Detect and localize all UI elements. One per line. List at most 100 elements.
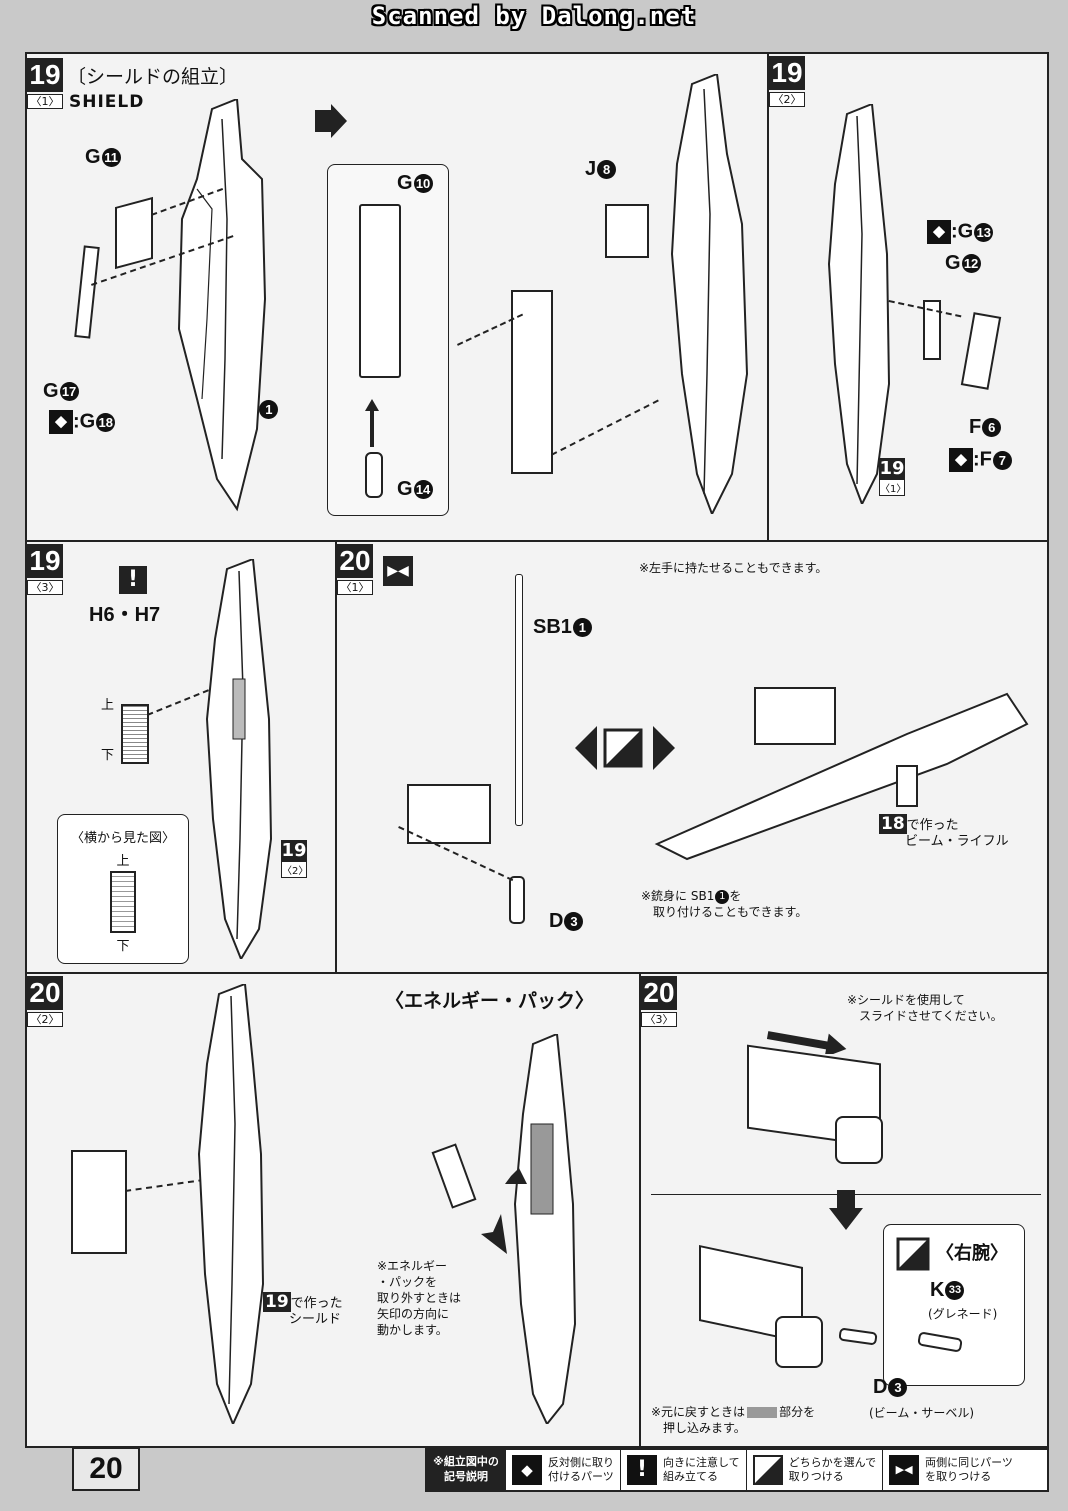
step-19-number: 19: [27, 58, 63, 92]
up-arrow-icon: [365, 399, 379, 447]
side-view-top: 上: [116, 854, 130, 869]
energy-pack-title: 〈エネルギー・パック〉: [385, 990, 595, 1012]
beam-saber-drawing: [515, 574, 523, 826]
shield-title-jp: 〔シールドの組立〕: [67, 66, 239, 88]
legend-orientation: ! 向きに注意して組み立てる: [620, 1450, 746, 1490]
push-note: ※元に戻すときは部分を押し込みます。: [651, 1405, 816, 1435]
dashed-guide: [551, 399, 659, 456]
legend-choose-one: どちらかを選んで取りつける: [745, 1450, 882, 1490]
opposite-parts-icon: ◆: [49, 410, 73, 434]
orientation-warning-icon: !: [119, 566, 147, 594]
choose-one-icon: [752, 1455, 783, 1485]
scan-credit: Scanned by Dalong.net: [371, 2, 697, 30]
label-top: 上: [101, 698, 115, 713]
side-view-drawing: [110, 871, 136, 933]
side-view-title: 〈横から見た図〉: [70, 831, 175, 846]
beam-rifle-drawing: [654, 687, 1029, 861]
step-20-number: 20: [337, 544, 373, 578]
hand-drawing-3: [775, 1316, 823, 1368]
hand-drawing: [407, 784, 491, 844]
legend-heading: ※組立図中の記号説明: [427, 1450, 505, 1490]
side-view-bottom: 下: [116, 939, 130, 954]
step-19-2-number: 19: [769, 56, 805, 90]
part-d3-drawing: [509, 876, 525, 924]
gray-area-swatch: [747, 1407, 778, 1418]
down-arrow-icon: [829, 1190, 863, 1230]
grenade-label: (グレネード): [928, 1307, 998, 1321]
shield-drawing-4: [205, 559, 273, 959]
energy-pack-drawing: [431, 1143, 477, 1209]
divider-col-b: [335, 540, 337, 972]
energy-pack-part-drawing: [121, 704, 149, 764]
shield-drawing-3: [827, 104, 891, 504]
slide-arrow-icon: [767, 1031, 847, 1054]
part-g14-drawing: [365, 452, 383, 498]
assembled-grip-drawing: [511, 290, 553, 474]
forearm-drawing: [71, 1150, 127, 1254]
legend-both-sides: ▶◀ 両側に同じパーツを取りつける: [882, 1450, 1019, 1490]
divider-row2: [27, 972, 1047, 974]
right-arm-title: 〈右腕〉: [936, 1243, 1008, 1264]
beam-saber-hilt-drawing: [838, 1327, 878, 1346]
divider-col-c: [639, 972, 641, 1446]
step-20-sub2: 〈2〉: [27, 1012, 63, 1027]
shield-drawing-5: [197, 984, 265, 1424]
opposite-parts-icon: ◆: [927, 220, 951, 244]
part-j8-drawing: [605, 204, 649, 258]
symbol-legend: ※組立図中の記号説明 ◆ 反対側に取り付けるパーツ ! 向きに注意して組み立てる…: [425, 1448, 1049, 1492]
step-19-sub1: 〈1〉: [27, 94, 63, 109]
left-hand-note: ※左手に持たせることもできます。: [639, 561, 828, 575]
side-view-box: 〈横から見た図〉 上 下: [57, 814, 189, 964]
opposite-parts-icon: ◆: [949, 448, 973, 472]
legend-opposite-parts: ◆ 反対側に取り付けるパーツ: [505, 1450, 620, 1490]
choose-one-icon: [896, 1237, 930, 1271]
grenade-drawing: [917, 1331, 963, 1353]
shield-drawing-1: [177, 99, 267, 512]
step-20-3-number: 20: [641, 976, 677, 1010]
slide-note: ※シールドを使用してスライドさせてください。: [847, 993, 1003, 1023]
shield-title-en: SHIELD: [69, 92, 145, 112]
removal-arrows-icon: [479, 1164, 527, 1254]
step-19-3-number: 19: [27, 544, 63, 578]
both-sides-icon: ▶◀: [889, 1455, 920, 1485]
next-arrow-icon: [315, 104, 347, 138]
part-g11-drawing: [115, 196, 153, 270]
choose-one-icon: [575, 726, 675, 770]
part-h6-h7: H6・H7: [89, 604, 161, 626]
part-g12-drawing: [923, 300, 941, 360]
step-19-sub3: 〈3〉: [27, 580, 63, 595]
page-number: 20: [72, 1447, 140, 1491]
label-bottom: 下: [101, 748, 115, 763]
part-f6-drawing: [960, 312, 1002, 390]
orientation-warning-icon: !: [627, 1455, 657, 1485]
step-20-sub3: 〈3〉: [641, 1012, 677, 1027]
both-sides-icon: ▶◀: [383, 556, 413, 586]
step-19-sub2: 〈2〉: [769, 92, 805, 107]
step-20-sub1: 〈1〉: [337, 580, 373, 595]
saber-label: (ビーム・サーベル): [869, 1406, 975, 1420]
shield-drawing-2: [670, 74, 749, 514]
shield-drawing-6: [513, 1034, 577, 1424]
part-g10-drawing: [359, 204, 401, 378]
ref-19-2: 19〈2〉: [281, 840, 309, 878]
divider-col-a: [767, 54, 769, 540]
step-20-2-number: 20: [27, 976, 63, 1010]
ref-19-1: 19〈1〉: [879, 458, 907, 496]
hand-drawing-2: [835, 1116, 883, 1164]
opposite-parts-icon: ◆: [512, 1455, 542, 1485]
